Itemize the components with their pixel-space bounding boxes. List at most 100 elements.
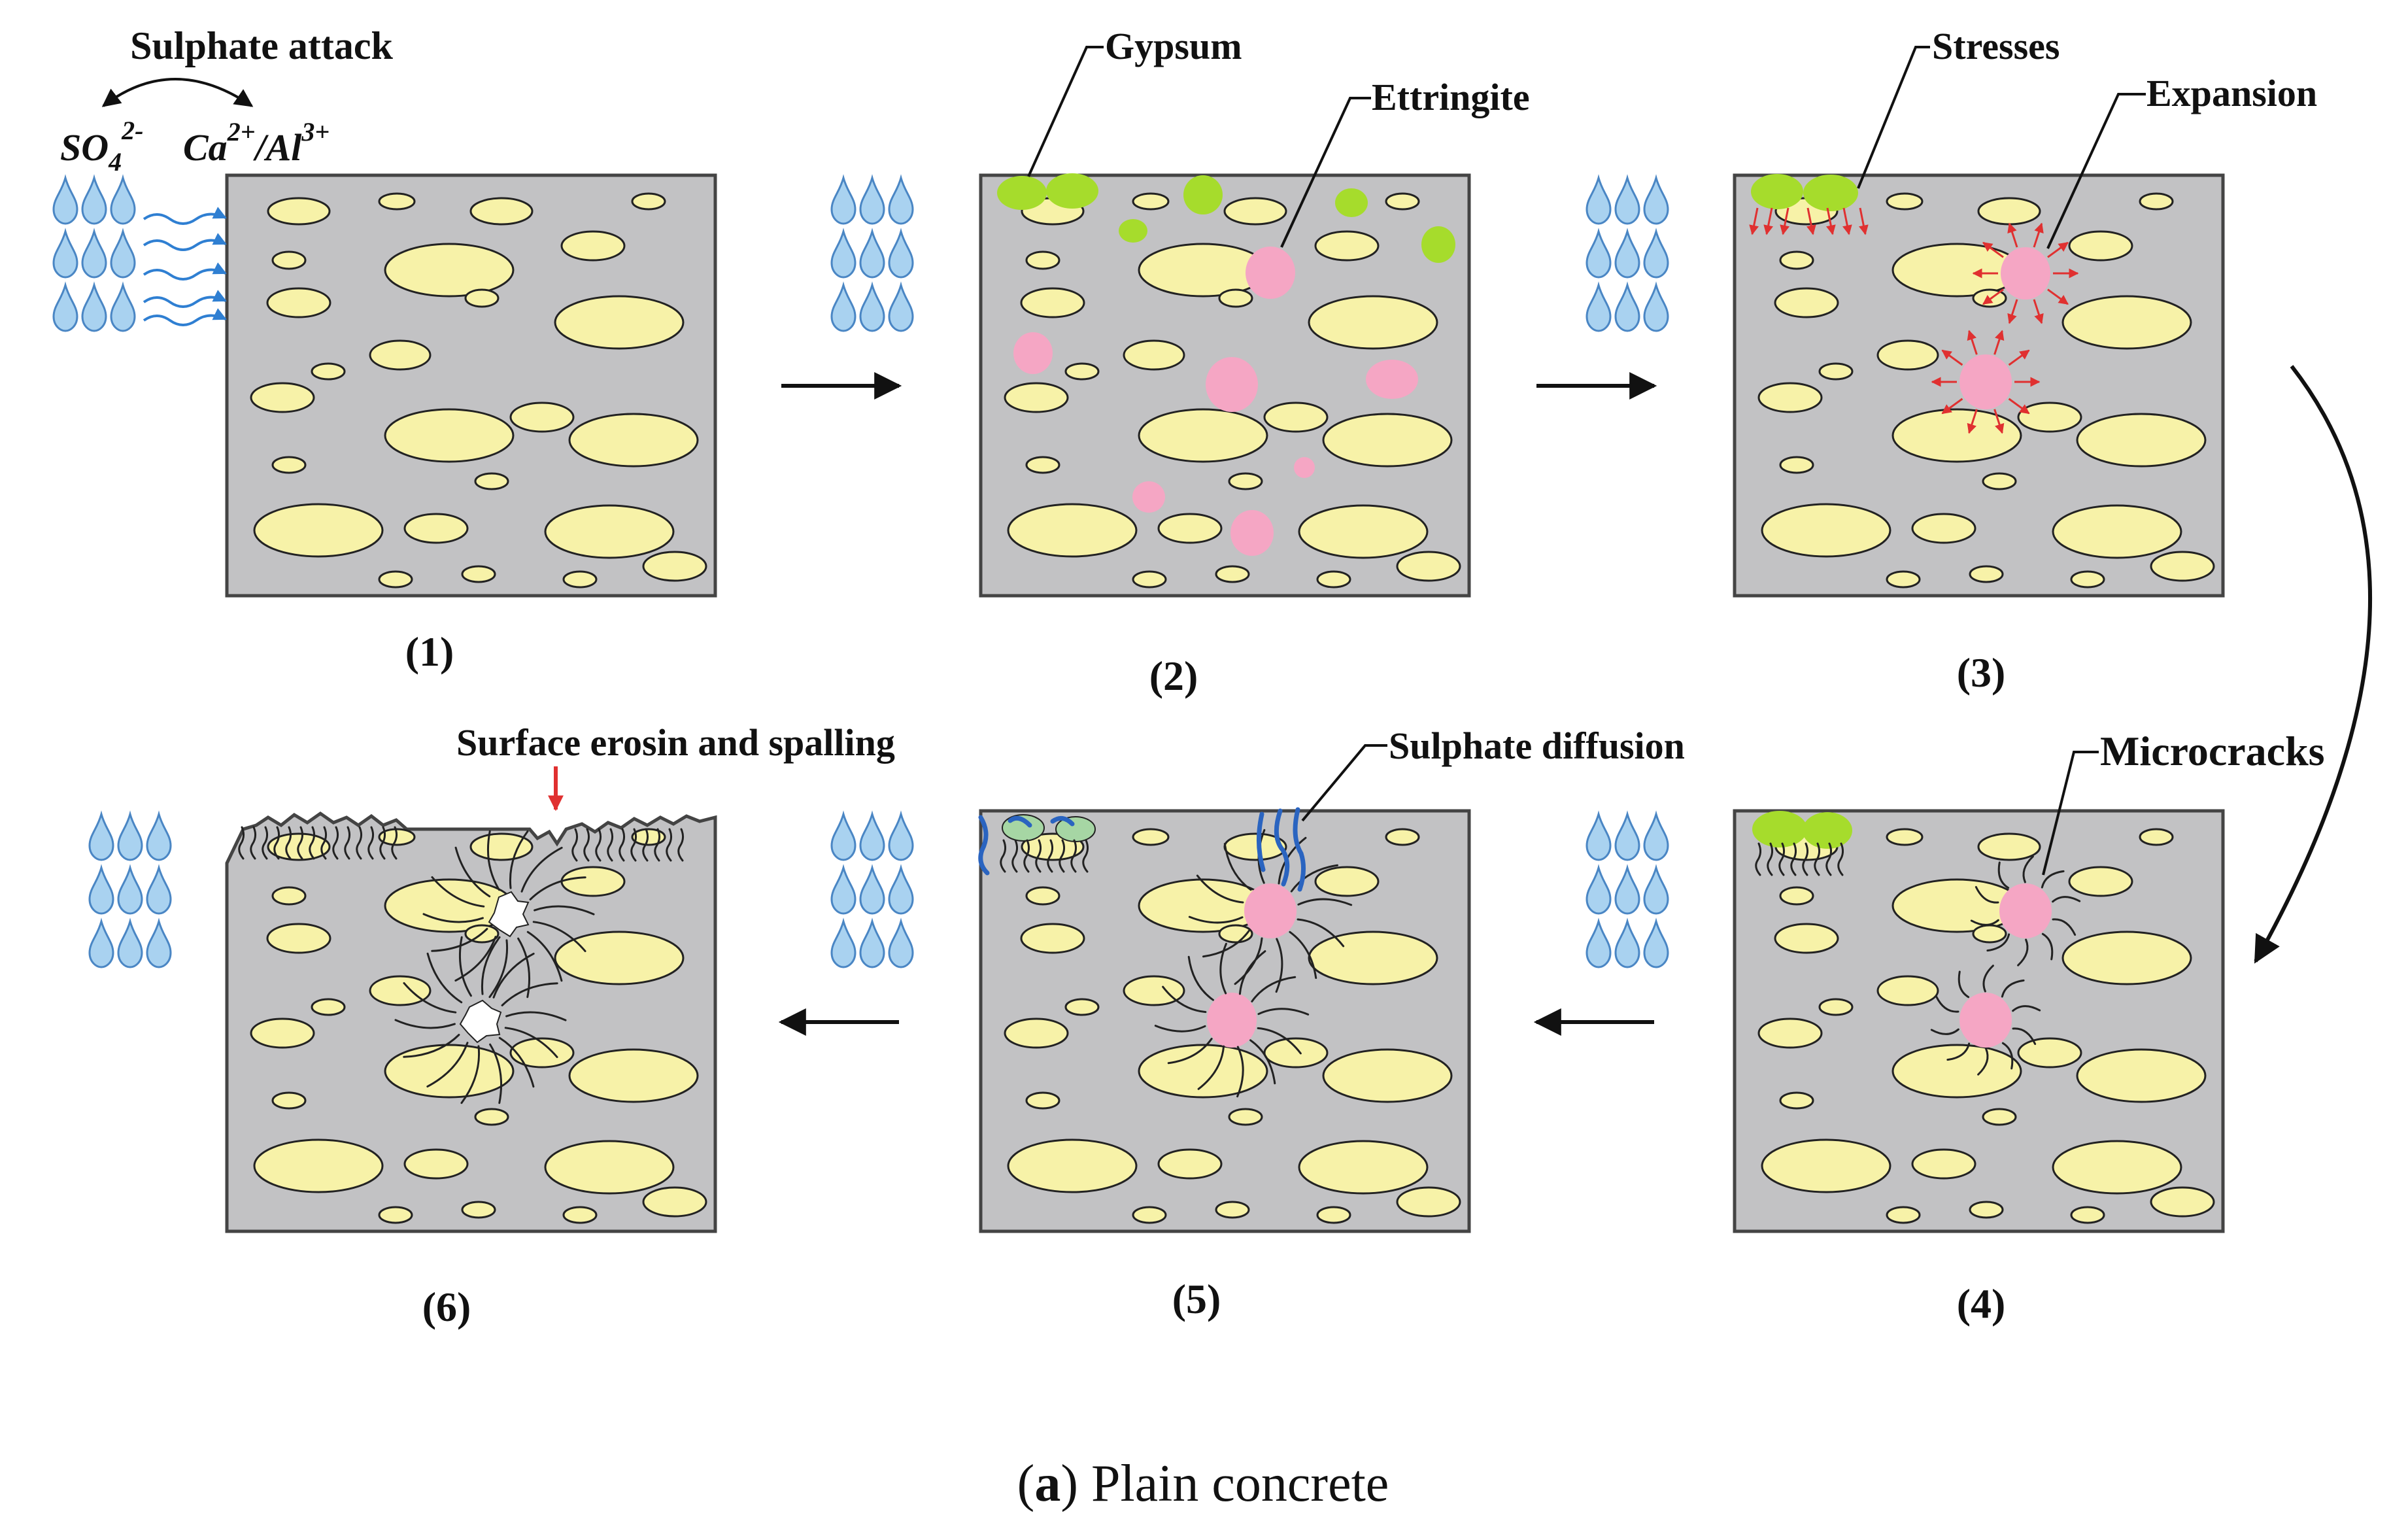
aggregate-particle <box>1157 513 1223 544</box>
microcrack-line <box>238 826 245 860</box>
water-droplet-icon <box>830 281 856 332</box>
stress-arrow <box>2047 241 2069 258</box>
aggregate-particle <box>1308 931 1438 985</box>
microcrack-line <box>1958 970 1970 999</box>
aggregate-particle <box>1886 192 1924 211</box>
stress-arrow <box>1941 398 1963 415</box>
microcrack-line <box>1023 839 1030 873</box>
water-droplet-icon <box>859 810 885 861</box>
stage-label-3: (3) <box>1957 649 2006 696</box>
aggregate-particle <box>1064 362 1100 381</box>
microcrack-line <box>458 936 472 997</box>
microcrack-line <box>501 982 558 1006</box>
microcrack-line <box>431 928 488 952</box>
aggregate-particle <box>1757 382 1823 413</box>
aggregate-particle <box>1876 339 1939 371</box>
aggregate-particle <box>384 408 515 463</box>
water-droplet-icon <box>1643 281 1669 332</box>
aggregate-particle <box>1886 570 1921 589</box>
microcrack-line <box>509 830 529 889</box>
microcrack-line <box>2041 870 2065 889</box>
microcrack-line <box>1035 839 1042 873</box>
ion-exchange-arrow <box>101 78 254 107</box>
microcrack-line <box>488 939 509 999</box>
sulphate-attack-header: Sulphate attack SO42- Ca2+/Al3+ <box>60 24 393 177</box>
microcrack-line <box>379 826 386 860</box>
aggregate-particle <box>1779 250 1814 270</box>
microcrack-line <box>534 905 595 915</box>
water-droplet-icon <box>1586 281 1612 332</box>
water-droplet-icon <box>88 917 114 968</box>
aggregate-particle <box>271 1091 307 1110</box>
aggregate-particle <box>1876 975 1939 1006</box>
water-droplet-icon <box>859 174 885 225</box>
microcrack-line <box>1154 1025 1206 1033</box>
microcrack-line <box>1977 1048 1989 1076</box>
microcrack-line <box>520 846 563 893</box>
aggregate-particle <box>1138 1044 1268 1099</box>
aggregate-particle <box>544 504 675 559</box>
stress-arrow <box>2008 349 2030 366</box>
aggregate-particle <box>1132 192 1170 211</box>
microcrack-line <box>2012 1027 2037 1046</box>
aggregate-particle <box>1004 382 1069 413</box>
aggregate-particle <box>461 565 496 583</box>
aggregate-particle <box>642 1186 707 1218</box>
aggregate-particle <box>2139 828 2174 846</box>
microcrack-line <box>607 828 614 862</box>
microcrack-line <box>2052 896 2081 903</box>
stress-arrow <box>1982 288 2004 305</box>
aggregate-particle <box>1263 1037 1329 1068</box>
aggregate-particle <box>271 250 307 270</box>
microcrack-line <box>1257 1008 1310 1016</box>
microcrack-line <box>1930 1028 1959 1035</box>
stress-arrow <box>2033 222 2044 248</box>
microcrack-line <box>1251 976 1297 1002</box>
aggregate-particle <box>1396 1186 1461 1218</box>
stage-label-4: (4) <box>1957 1280 2006 1327</box>
aggregate-particle <box>2070 570 2105 589</box>
water-droplet-icon <box>1643 810 1669 861</box>
water-droplet-icon <box>1614 281 1640 332</box>
water-droplet-icon <box>888 864 914 915</box>
ettringite-leader <box>1280 97 1371 248</box>
microcrack-line <box>504 1027 558 1059</box>
microcrack-line <box>1970 919 1999 926</box>
aggregate-particle <box>1886 1206 1921 1224</box>
aggregate-particle <box>560 866 626 897</box>
microcrack-line <box>2012 1005 2041 1012</box>
microcrack-line <box>1047 839 1054 873</box>
microcrack-line <box>595 828 602 862</box>
aggregate-particle <box>378 570 413 589</box>
water-droplet-icon <box>830 228 856 279</box>
microcrack-line <box>454 936 497 982</box>
microcrack-line <box>1070 839 1077 873</box>
aggregate-particle <box>1020 287 1085 318</box>
aggregate-particle <box>311 362 346 381</box>
stress-arrow <box>1749 207 1759 235</box>
stress-arrow <box>1993 409 2005 434</box>
aggregate-particle <box>1308 295 1438 350</box>
microcrack-line <box>1257 1027 1302 1055</box>
water-droplet-icon <box>888 174 914 225</box>
water-droplet-icon <box>1586 810 1612 861</box>
microcrack-line <box>356 826 363 860</box>
microcrack-line <box>394 1019 456 1029</box>
aggregate-particle <box>1218 288 1253 308</box>
microcrack-line <box>403 982 457 1014</box>
gypsum-leader <box>1027 46 1104 177</box>
aggregate-particle <box>1064 998 1100 1016</box>
microcrack-line <box>1000 839 1007 873</box>
microcrack-line <box>666 828 673 862</box>
microcrack-line <box>1059 839 1066 873</box>
water-droplet-icon <box>1586 228 1612 279</box>
attack-title: Sulphate attack <box>130 24 393 67</box>
microcrack-line <box>1187 955 1214 1001</box>
aggregate-particle <box>2070 1206 2105 1224</box>
microcrack-line <box>526 931 563 982</box>
aggregate-particle <box>554 931 685 985</box>
aggregate-particle <box>1123 339 1185 371</box>
microcrack-line <box>1290 864 1339 893</box>
microcrack-line <box>2022 855 2034 883</box>
microcrack-line <box>1188 915 1244 924</box>
